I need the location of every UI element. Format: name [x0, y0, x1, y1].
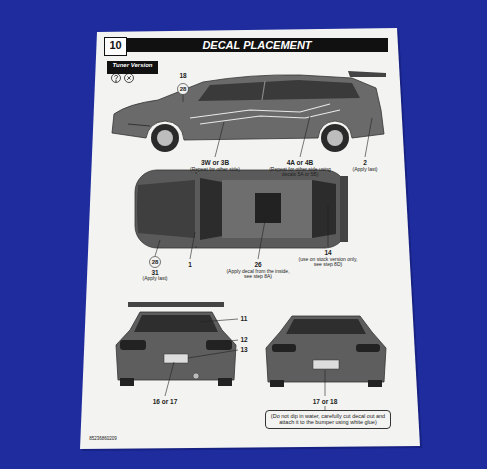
- front-view-car: [266, 316, 386, 387]
- icons: [112, 74, 134, 83]
- callout-number: 28: [152, 259, 159, 266]
- callout-number: 17 or 18: [313, 398, 338, 405]
- node-text: Tuner Version: [111, 62, 154, 69]
- note: (Apply last): [352, 167, 377, 173]
- note: (Repeat for other side): [190, 167, 240, 173]
- callout-number: 28: [180, 86, 187, 93]
- side-view-car: [112, 71, 386, 152]
- callout-number: 1: [188, 261, 192, 268]
- callout-number: 18: [179, 72, 186, 79]
- callout-number: 13: [240, 346, 247, 353]
- callout-number: 2: [363, 159, 367, 166]
- node-text: 10: [109, 39, 122, 52]
- note-box: (Do not dip in water, carefully cut deca…: [265, 410, 391, 429]
- rear-view-car: [116, 302, 236, 386]
- callout-number: 16 or 17: [153, 398, 178, 405]
- callout-number: 14: [324, 249, 331, 256]
- leader-lines: [150, 84, 373, 411]
- note: (Repeat for other side using decals 5A o…: [264, 167, 336, 178]
- top-view-car: [135, 170, 348, 248]
- step-number: 10: [104, 37, 127, 56]
- callout-number: 31: [151, 269, 158, 276]
- paper-sheet: [80, 28, 420, 449]
- callout-number: 12: [240, 336, 247, 343]
- callout-number: 4A or 4B: [287, 159, 314, 166]
- callout-number: 26: [254, 261, 261, 268]
- note: (Apply last): [142, 276, 167, 282]
- note: (use on stock version only, see step 8D): [296, 257, 360, 268]
- version-tab: Tuner Version: [107, 61, 158, 74]
- title-band: DECAL PLACEMENT: [126, 38, 388, 52]
- note: (Apply decal from the inside, see step 8…: [226, 269, 290, 280]
- node-text: (Do not dip in water, carefully cut deca…: [270, 413, 386, 426]
- callout-number: 3W or 3B: [201, 159, 229, 166]
- part-code: 85236860209: [89, 437, 117, 442]
- callout-number: 11: [241, 315, 248, 322]
